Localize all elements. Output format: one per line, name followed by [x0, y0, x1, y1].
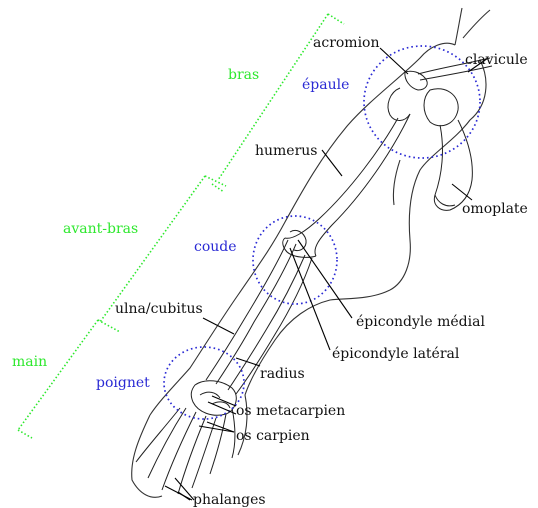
shoulder-bones	[405, 58, 492, 210]
label-epaule: épaule	[302, 77, 349, 93]
label-omoplate: omoplate	[462, 201, 528, 217]
epaule-zone	[364, 46, 480, 158]
label-os-carpien: os carpien	[236, 428, 310, 444]
label-humerus: humerus	[255, 143, 318, 159]
label-clavicule: clavicule	[465, 52, 528, 68]
label-coude: coude	[194, 239, 237, 255]
label-ulna-cubitus: ulna/cubitus	[115, 301, 203, 317]
label-bras: bras	[228, 67, 259, 83]
leader-lines	[165, 48, 488, 500]
label-radius: radius	[260, 366, 305, 382]
label-epicondyle-lateral: épicondyle latéral	[332, 346, 460, 362]
label-os-metacarpien: os metacarpien	[236, 403, 345, 419]
label-poignet: poignet	[96, 375, 150, 391]
humerus-bone	[283, 88, 410, 257]
label-main: main	[12, 354, 47, 370]
label-acromion: acromion	[313, 35, 380, 51]
hand-bones	[132, 381, 247, 498]
label-phalanges: phalanges	[193, 492, 266, 508]
label-avant-bras: avant-bras	[63, 221, 138, 237]
label-epicondyle-medial: épicondyle médial	[356, 314, 485, 330]
